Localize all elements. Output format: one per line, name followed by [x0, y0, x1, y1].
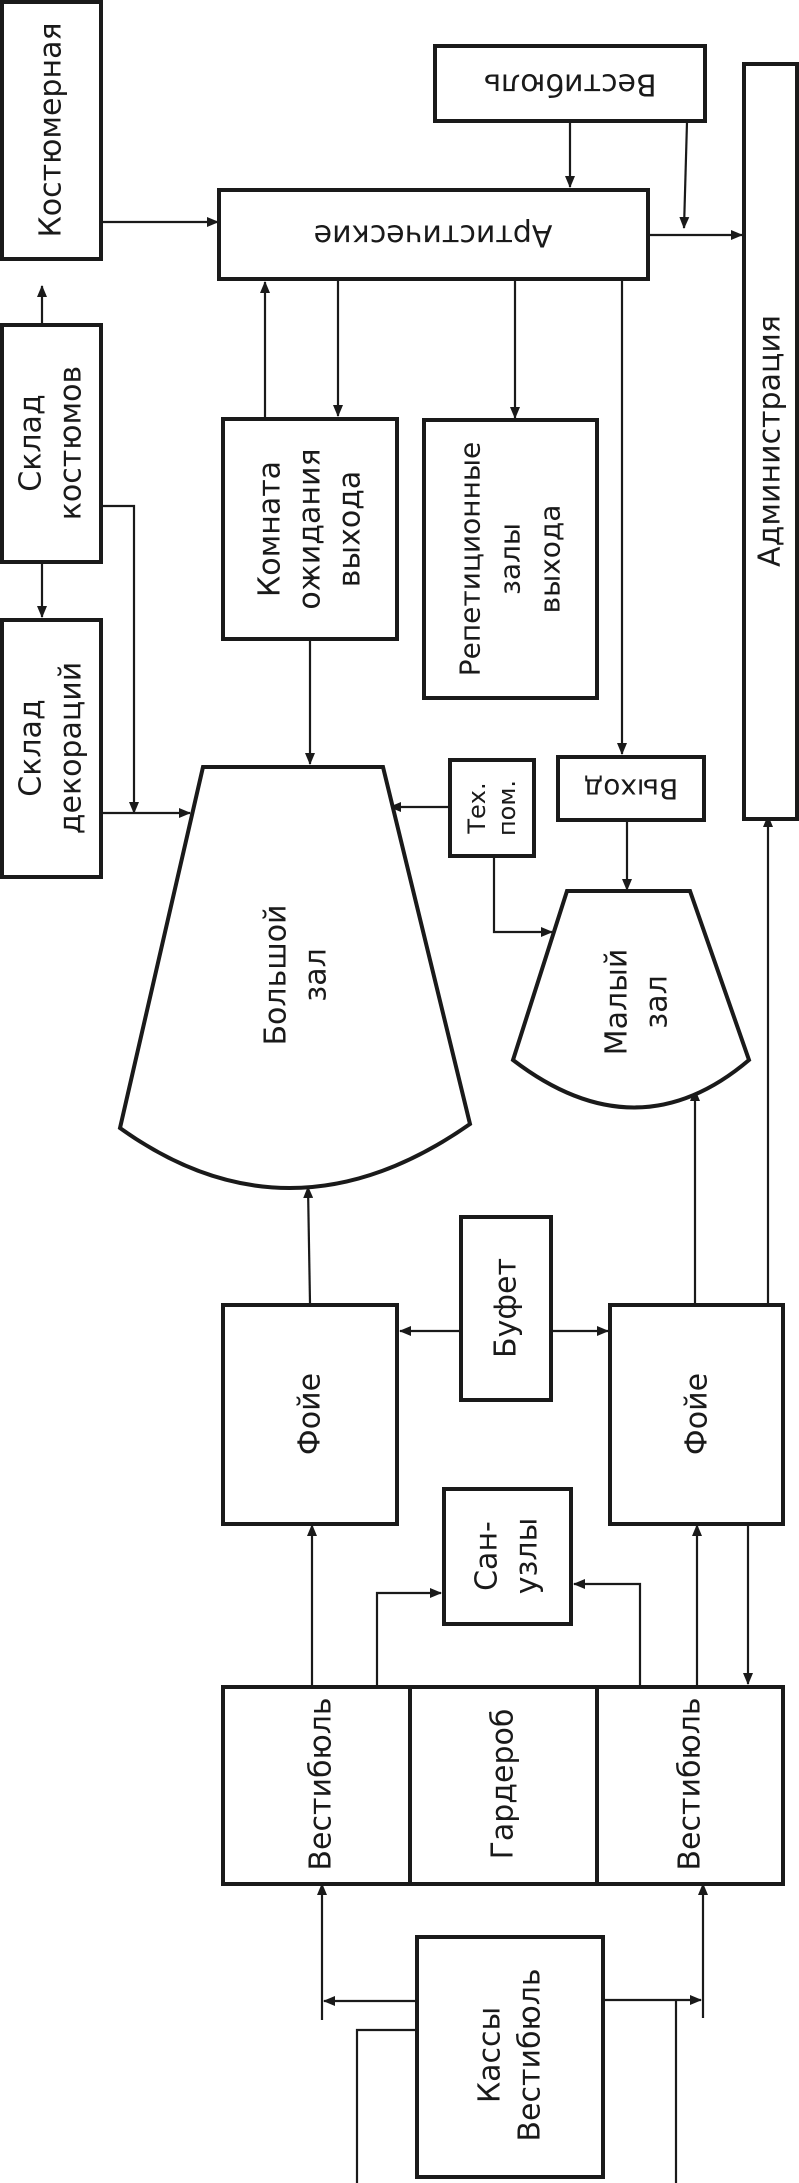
label-repetitsionnye-zaly: Репетиционные залы выхода [454, 442, 567, 677]
label-sklad-dekoratsiy: Склад декораций [14, 662, 89, 835]
svg-text:Кассы: Кассы [473, 2007, 508, 2103]
label-bolshoy-zal: Большой зал [259, 904, 334, 1045]
room-sanuzly [442, 1487, 573, 1626]
label-malyy-zal: Малый зал [600, 949, 675, 1056]
svg-text:Тех.: Тех. [463, 782, 491, 834]
svg-text:зал: зал [299, 948, 334, 1002]
svg-text:Вестибюль: Вестибюль [513, 1968, 548, 2141]
room-vestibyul-left [221, 1685, 412, 1886]
room-sklad-dekoratsiy [0, 618, 103, 879]
room-tekh-pom [448, 758, 536, 858]
label-tekh-pom: Тех. пом. [463, 780, 521, 836]
room-bufet [459, 1215, 553, 1402]
room-kassy [415, 1935, 605, 2179]
room-vykhod [556, 755, 706, 822]
room-garderob [408, 1685, 599, 1886]
label-komnata-ozhidaniya: Комната ожидания выхода [253, 448, 368, 609]
label-bufet: Буфет [489, 1258, 524, 1358]
svg-text:залы: залы [494, 523, 527, 595]
svg-text:Репетиционные: Репетиционные [454, 442, 487, 677]
svg-text:Склад: Склад [14, 699, 49, 796]
svg-text:зал: зал [640, 975, 675, 1029]
label-kostyumernaya: Костюмерная [34, 22, 69, 237]
hall-malyy-zal [510, 889, 752, 1110]
label-foye-right: Фойе [680, 1373, 715, 1455]
svg-text:выхода: выхода [333, 471, 368, 588]
svg-text:Малый: Малый [600, 949, 635, 1056]
label-kassy-vestibyul: Кассы Вестибюль [473, 1968, 548, 2141]
room-labels: Костюмерная Вестибюль Артистические Адми… [14, 22, 788, 2141]
room-vestibyul-right [595, 1685, 785, 1886]
room-vestibyul-top [433, 44, 707, 123]
label-garderob: Гардероб [486, 1709, 521, 1860]
svg-text:Комната: Комната [253, 461, 288, 597]
label-foye-left: Фойе [293, 1373, 328, 1455]
label-vestibyul-right: Вестибюль [673, 1697, 708, 1870]
svg-text:Большой: Большой [259, 904, 294, 1045]
label-sklad-kostyumov: Склад костюмов [14, 366, 89, 520]
svg-text:узлы: узлы [510, 1518, 545, 1595]
label-sanuzly: Сан- узлы [470, 1518, 545, 1595]
room-foye-right [608, 1303, 785, 1526]
connectors [37, 121, 773, 2183]
svg-text:Сан-: Сан- [470, 1521, 505, 1591]
svg-text:ожидания: ожидания [293, 448, 328, 609]
room-komnata-ozhidaniya [221, 417, 399, 641]
svg-text:пом.: пом. [493, 780, 521, 836]
label-vestibyul-left: Вестибюль [304, 1697, 339, 1870]
svg-text:костюмов: костюмов [54, 366, 89, 520]
room-artisticheskie [217, 188, 650, 281]
room-repetitsionnye-zaly [422, 418, 599, 700]
label-artisticheskie: Артистические [314, 218, 553, 253]
label-vykhod: Выход [584, 773, 678, 806]
room-kostyumernaya [0, 0, 103, 261]
room-administratsiya [742, 62, 799, 821]
label-administratsiya: Администрация [753, 315, 788, 567]
room-sklad-kostyumov [0, 323, 103, 564]
svg-text:выхода: выхода [534, 505, 567, 614]
svg-text:декораций: декораций [54, 662, 89, 835]
label-vestibyul-top: Вестибюль [483, 67, 656, 102]
room-foye-left [221, 1303, 399, 1526]
svg-text:Склад: Склад [14, 394, 49, 491]
hall-bolshoy-zal [117, 765, 473, 1190]
